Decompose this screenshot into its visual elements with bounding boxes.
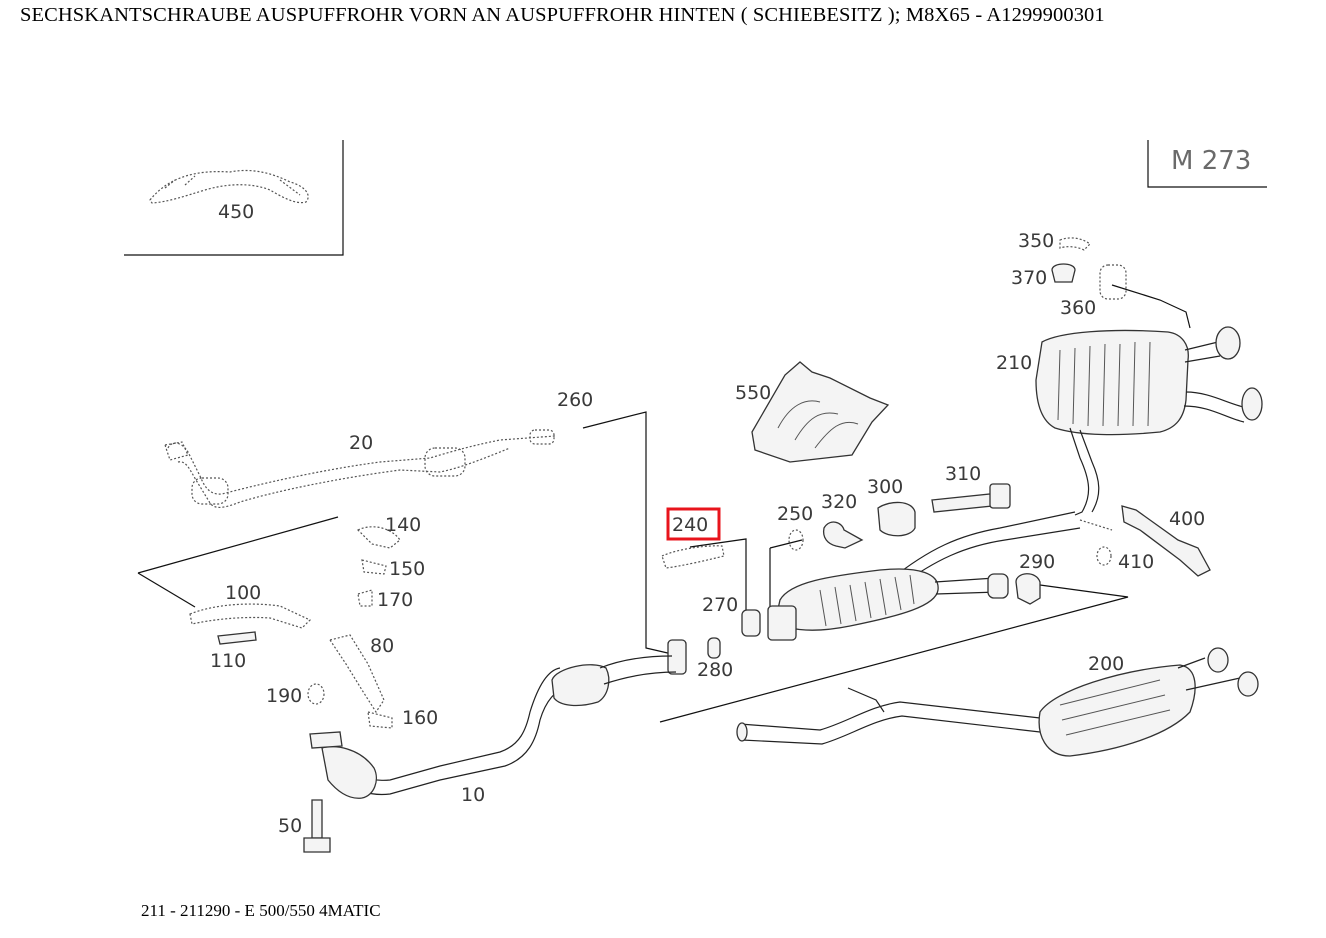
label-140: 140 [385, 514, 421, 536]
label-150: 150 [389, 558, 425, 580]
label-190: 190 [266, 685, 302, 707]
clamp-and-bracket [1015, 505, 1211, 605]
label-240: 240 [672, 514, 708, 536]
center-muffler-assembly [767, 511, 1081, 641]
label-360: 360 [1060, 297, 1096, 319]
page-title: SECHSKANTSCHRAUBE AUSPUFFROHR VORN AN AU… [20, 4, 1105, 26]
label-310: 310 [945, 463, 981, 485]
label-100: 100 [225, 582, 261, 604]
inset-box-450 [124, 140, 344, 256]
downpipe-assembly-20 [164, 429, 556, 508]
label-370: 370 [1011, 267, 1047, 289]
label-200: 200 [1088, 653, 1124, 675]
hanger-parts-350-370-360 [1051, 237, 1127, 300]
label-290: 290 [1019, 551, 1055, 573]
label-80: 80 [370, 635, 394, 657]
bracket-group-100-190 [189, 526, 401, 729]
label-270: 270 [702, 594, 738, 616]
rear-muffler-210 [1035, 326, 1263, 516]
hardware-group [661, 483, 1011, 675]
label-50: 50 [278, 815, 302, 837]
label-20: 20 [349, 432, 373, 454]
engine-box [1147, 140, 1267, 188]
label-300: 300 [867, 476, 903, 498]
leader-lines [137, 284, 1191, 723]
label-160: 160 [402, 707, 438, 729]
label-250: 250 [777, 503, 813, 525]
label-350: 350 [1018, 230, 1054, 252]
label-550: 550 [735, 382, 771, 404]
label-170: 170 [377, 589, 413, 611]
label-260: 260 [557, 389, 593, 411]
rear-pipe-200 [736, 647, 1259, 757]
label-320: 320 [821, 491, 857, 513]
model-footer: 211 - 211290 - E 500/550 4MATIC [141, 901, 381, 920]
label-10: 10 [461, 784, 485, 806]
label-450: 450 [218, 201, 254, 223]
engine-label: M 273 [1171, 146, 1251, 176]
front-pipe-10 [303, 655, 677, 853]
highlight-box-240 [666, 507, 721, 541]
label-280: 280 [697, 659, 733, 681]
heat-shield-550 [751, 361, 890, 463]
label-410: 410 [1118, 551, 1154, 573]
label-210: 210 [996, 352, 1032, 374]
label-110: 110 [210, 650, 246, 672]
part-labels: 450 M 273 20 260 550 350 370 360 210 310… [210, 146, 1251, 837]
label-400: 400 [1169, 508, 1205, 530]
